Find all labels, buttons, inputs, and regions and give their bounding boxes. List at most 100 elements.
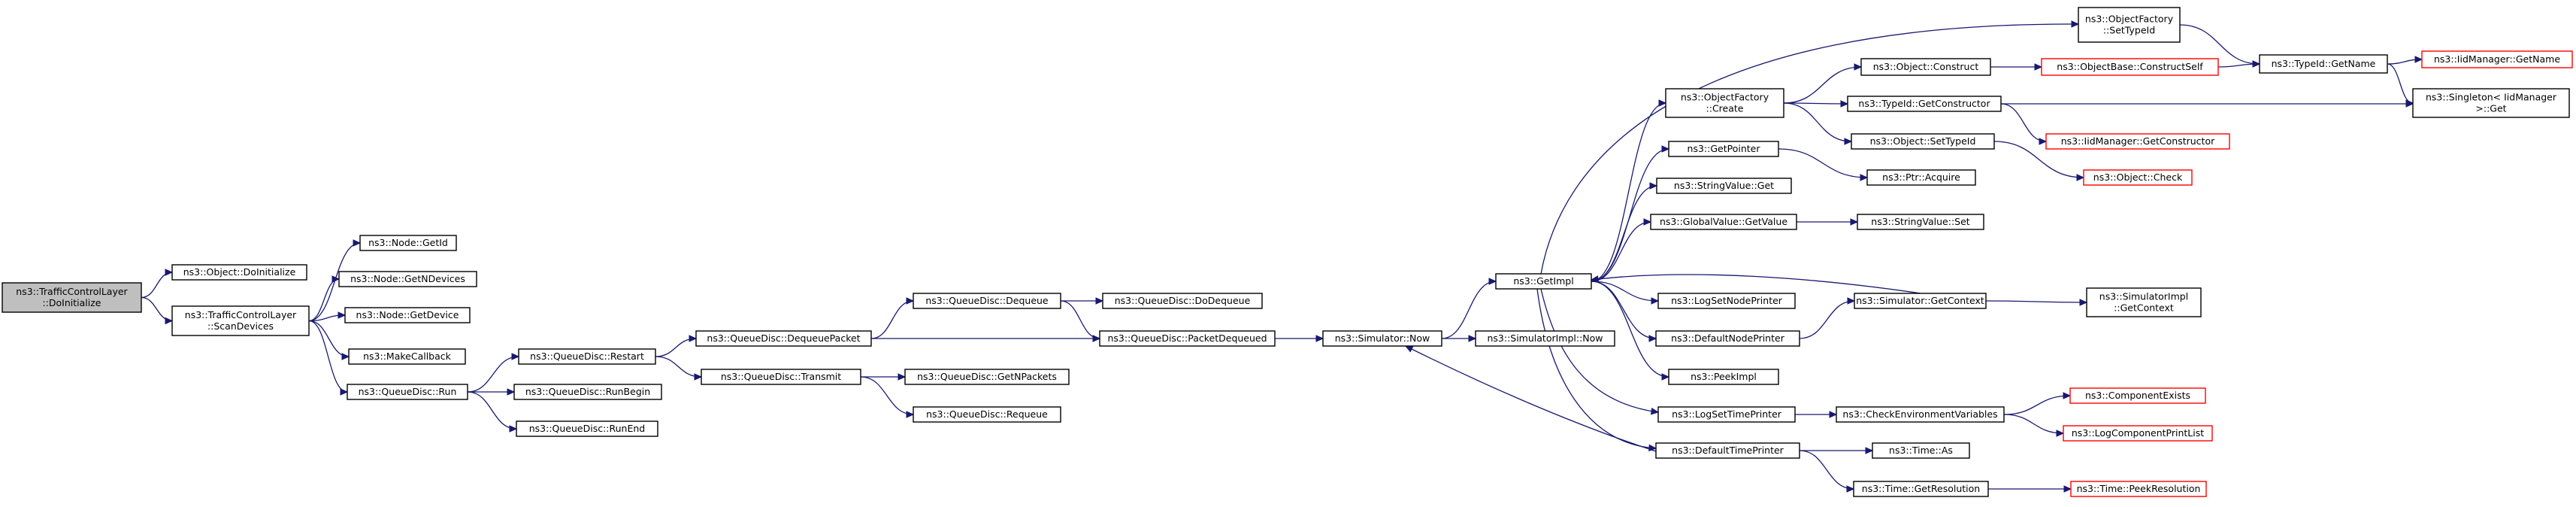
node-box [2045, 133, 2230, 150]
node-objSetTypeId[interactable]: ns3::Object::SetTypeId [1851, 133, 1995, 150]
node-getId[interactable]: ns3::Node::GetId [359, 235, 457, 251]
edge-objSetTypeId-to-objCheck [1993, 141, 2085, 181]
node-label: ::DoInitialize [42, 297, 101, 308]
node-globalValueGetValue[interactable]: ns3::GlobalValue::GetValue [1650, 214, 1797, 230]
node-checkEnvVars[interactable]: ns3::CheckEnvironmentVariables [1836, 406, 2005, 423]
node-typeIdGetName[interactable]: ns3::TypeId::GetName [2259, 54, 2388, 74]
node-label: ns3::Node::GetDevice [356, 309, 459, 320]
arrowhead-icon [2076, 174, 2085, 181]
node-qdDequeuePacket[interactable]: ns3::QueueDisc::DequeuePacket [695, 330, 872, 347]
node-qdDequeue[interactable]: ns3::QueueDisc::Dequeue [913, 293, 1061, 309]
node-scanDevices[interactable]: ns3::TrafficControlLayer::ScanDevices [171, 305, 310, 336]
edge-qdRestart-to-qdDequeuePacket [655, 335, 698, 357]
node-label: ns3::Ptr::Acquire [1882, 172, 1960, 183]
node-box [2, 282, 142, 313]
node-label: ns3::Object::SetTypeId [1870, 135, 1976, 147]
node-qdRequeue[interactable]: ns3::QueueDisc::Requeue [913, 406, 1061, 423]
node-typeIdGetConstructor[interactable]: ns3::TypeId::GetConstructor [1847, 96, 2002, 112]
node-simGetContext[interactable]: ns3::Simulator::GetContext [1854, 293, 1987, 309]
node-objDoInit[interactable]: ns3::Object::DoInitialize [171, 264, 307, 281]
node-label: ns3::Simulator::GetContext [1856, 295, 1984, 306]
node-label: ns3::Object::Construct [1873, 61, 1979, 72]
node-objCheck[interactable]: ns3::Object::Check [2083, 169, 2193, 186]
node-logSetNodePrinter[interactable]: ns3::LogSetNodePrinter [1657, 293, 1796, 309]
node-label: ns3::SimulatorImpl::Now [1487, 332, 1603, 344]
edge-qdTransmit-to-qdGetNPackets [860, 373, 907, 381]
edge-line [2003, 414, 2064, 434]
arrowhead-icon [2405, 100, 2414, 108]
node-peekImpl[interactable]: ns3::PeekImpl [1668, 369, 1779, 385]
node-logSetTimePrinter[interactable]: ns3::LogSetTimePrinter [1657, 406, 1796, 423]
arrowhead-icon [1865, 447, 1874, 454]
node-box [1851, 133, 1995, 150]
arrowhead-icon [1860, 174, 1869, 181]
node-timeGetResolution[interactable]: ns3::Time::GetResolution [1853, 481, 1989, 497]
node-label: ns3::LogSetNodePrinter [1671, 295, 1783, 306]
node-ofCreate[interactable]: ns3::ObjectFactory::Create [1665, 88, 1784, 118]
node-label: ns3::QueueDisc::DoDequeue [1115, 295, 1251, 306]
arrowhead-icon [507, 388, 516, 396]
node-componentExists[interactable]: ns3::ComponentExists [2069, 387, 2206, 404]
node-ofSetTypeId[interactable]: ns3::ObjectFactory::SetTypeId [2078, 7, 2181, 43]
node-label: ns3::QueueDisc::GetNPackets [917, 371, 1057, 382]
arrowhead-icon [2079, 299, 2088, 306]
node-box [344, 307, 471, 323]
edge-line [1985, 300, 2087, 303]
node-label: ns3::QueueDisc::Run [359, 386, 457, 397]
node-box [2069, 387, 2206, 404]
edge-line [870, 300, 914, 339]
node-qdPacketDequeued[interactable]: ns3::QueueDisc::PacketDequeued [1099, 330, 1276, 347]
edge-simNow-to-getImpl [1441, 278, 1497, 339]
node-getNDevices[interactable]: ns3::Node::GetNDevices [338, 271, 477, 287]
edge-line [1591, 221, 1651, 282]
node-timeAs[interactable]: ns3::Time::As [1872, 442, 1970, 459]
node-label: ::ScanDevices [207, 320, 274, 332]
edge-line [1591, 281, 1669, 378]
node-box [913, 293, 1061, 309]
node-qdRun[interactable]: ns3::QueueDisc::Run [347, 384, 468, 400]
node-defaultTimePrinter[interactable]: ns3::DefaultTimePrinter [1655, 442, 1800, 459]
node-box [347, 384, 468, 400]
node-defaultNodePrinter[interactable]: ns3::DefaultNodePrinter [1655, 330, 1800, 347]
node-iidGetConstructor[interactable]: ns3::IidManager::GetConstructor [2045, 133, 2230, 150]
node-getDevice[interactable]: ns3::Node::GetDevice [344, 307, 471, 323]
node-label: ns3::TrafficControlLayer [16, 286, 128, 297]
node-logComponentPrintList[interactable]: ns3::LogComponentPrintList [2063, 425, 2213, 442]
node-qdDoDequeue[interactable]: ns3::QueueDisc::DoDequeue [1102, 293, 1263, 309]
arrowhead-icon [694, 373, 703, 381]
nodes-layer: ns3::TrafficControlLayer::DoInitializens… [2, 7, 2573, 497]
node-label: >::Get [2475, 103, 2506, 114]
node-qdRunBegin[interactable]: ns3::QueueDisc::RunBegin [513, 384, 662, 400]
node-qdRestart[interactable]: ns3::QueueDisc::Restart [518, 348, 656, 365]
node-objBaseConstructSelf[interactable]: ns3::ObjectBase::ConstructSelf [2041, 58, 2219, 76]
node-stringValueGet[interactable]: ns3::StringValue::Get [1656, 178, 1792, 194]
node-iidGetName[interactable]: ns3::IidManager::GetName [2421, 50, 2573, 68]
node-qdGetNPackets[interactable]: ns3::QueueDisc::GetNPackets [904, 369, 1070, 385]
node-label: ns3::QueueDisc::RunBegin [525, 386, 650, 397]
node-timePeekResolution[interactable]: ns3::Time::PeekResolution [2070, 481, 2207, 497]
node-singletonGet[interactable]: ns3::Singleton< IidManager >::Get [2412, 88, 2570, 118]
node-makeCallback[interactable]: ns3::MakeCallback [348, 348, 466, 365]
edge-qdRun-to-qdRestart [467, 353, 520, 393]
node-box [1668, 141, 1779, 157]
node-box [359, 235, 457, 251]
edge-typeIdGetName-to-iidGetName [2387, 56, 2423, 65]
node-simImplGetContext[interactable]: ns3::SimulatorImpl::GetContext [2086, 287, 2202, 317]
node-label: ns3::Singleton< IidManager [2426, 92, 2557, 103]
node-box [1495, 273, 1592, 290]
node-ptrAcquire[interactable]: ns3::Ptr::Acquire [1866, 169, 1976, 186]
node-label: ns3::QueueDisc::Dequeue [925, 295, 1049, 306]
node-qdTransmit[interactable]: ns3::QueueDisc::Transmit [701, 369, 861, 385]
node-simNow[interactable]: ns3::Simulator::Now [1322, 330, 1442, 347]
edge-typeIdGetConstructor-to-iidGetConstructor [2000, 103, 2048, 145]
node-simImplNow[interactable]: ns3::SimulatorImpl::Now [1475, 330, 1615, 347]
node-getPointer[interactable]: ns3::GetPointer [1668, 141, 1779, 157]
node-objConstruct[interactable]: ns3::Object::Construct [1860, 58, 1991, 76]
node-qdRunEnd[interactable]: ns3::QueueDisc::RunEnd [516, 420, 658, 437]
node-stringValueSet[interactable]: ns3::StringValue::Set [1857, 214, 1984, 230]
edge-typeIdGetName-to-singletonGet [2387, 63, 2414, 107]
edge-objConstruct-to-objBaseConstructSelf [1990, 63, 2043, 71]
arrowhead-icon [1095, 297, 1104, 305]
arrowhead-icon [2063, 392, 2072, 399]
node-getImpl[interactable]: ns3::GetImpl [1495, 273, 1592, 290]
